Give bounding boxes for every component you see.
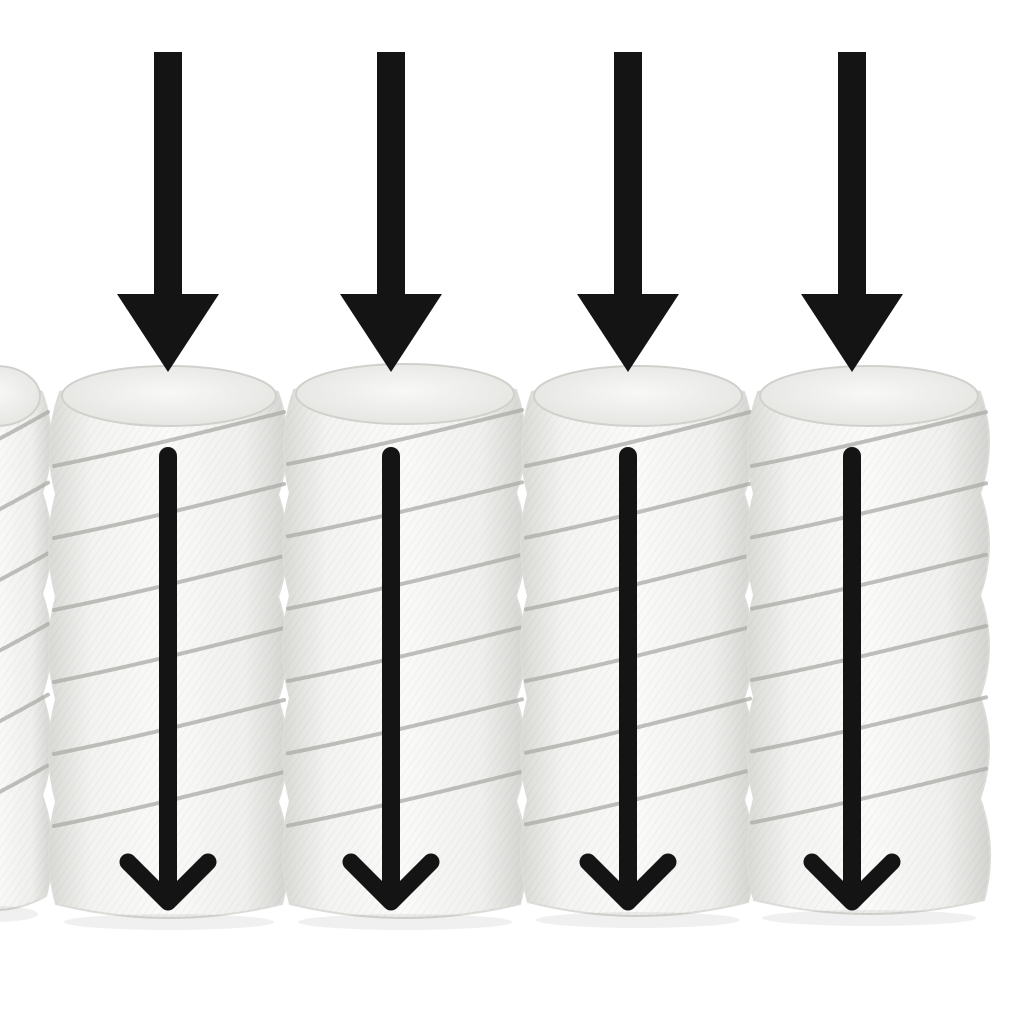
fabric-seam <box>0 692 50 724</box>
arrow-row <box>117 52 903 911</box>
spring-coil <box>0 365 54 922</box>
coil-top-cap <box>295 363 515 425</box>
spring-coil <box>746 365 992 926</box>
fabric-seam <box>750 766 988 825</box>
compression-arrow-icon <box>803 447 901 911</box>
fabric-seam <box>286 697 524 756</box>
fabric-seam <box>524 410 752 468</box>
fabric-seam <box>286 769 524 828</box>
fabric-seam <box>286 480 524 539</box>
fabric-seam <box>0 410 50 441</box>
fabric-seam <box>0 622 50 653</box>
compression-arrow-icon <box>342 447 440 911</box>
fabric-seam <box>0 480 50 512</box>
fabric-seam <box>750 695 988 754</box>
fabric-seam <box>286 625 524 683</box>
down-arrow-icon <box>577 52 679 372</box>
fabric-seam <box>52 410 286 468</box>
fabric-seam <box>524 768 752 827</box>
fabric-seam <box>524 625 752 683</box>
fabric-seam <box>750 624 988 682</box>
fabric-seam <box>0 551 50 582</box>
down-arrow-icon <box>340 52 442 372</box>
coil-top-cap <box>61 365 277 427</box>
fabric-seam <box>524 553 752 612</box>
down-arrow-icon <box>801 52 903 372</box>
spring-coil <box>520 365 756 928</box>
coil-top-cap <box>759 365 979 427</box>
coil-row <box>0 363 992 930</box>
fabric-seam <box>750 481 988 540</box>
fabric-seam <box>286 552 524 611</box>
down-arrow-icon <box>117 52 219 372</box>
fabric-seam <box>524 696 752 755</box>
fabric-seam <box>286 408 524 466</box>
coil-top-cap <box>533 365 743 427</box>
fabric-seam <box>524 481 752 540</box>
coil-top-cap <box>0 365 41 427</box>
compression-arrow-icon <box>579 447 677 911</box>
fabric-seam <box>750 410 988 468</box>
fabric-seam <box>750 552 988 611</box>
spring-coil <box>282 363 528 930</box>
fabric-seam <box>0 763 50 794</box>
compression-arrow-icon <box>119 447 217 911</box>
